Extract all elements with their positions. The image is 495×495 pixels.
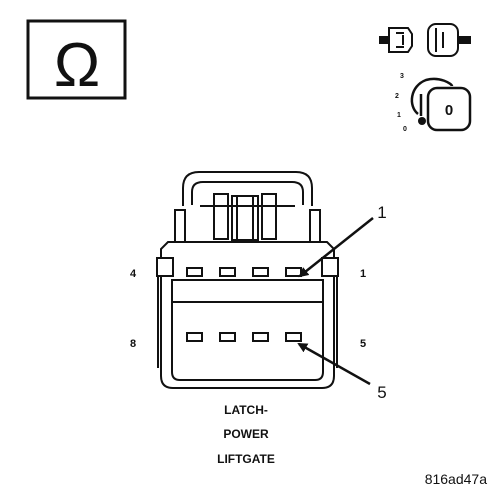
key-position-3: 3 (400, 73, 404, 80)
pin-label-bottom-left: 8 (130, 338, 136, 350)
cavity-grid (186, 267, 302, 342)
pin-label-bottom-right: 5 (360, 338, 366, 350)
cavity-4 (186, 267, 203, 277)
connector-body (156, 171, 339, 389)
cavity-2 (252, 267, 269, 277)
key-position-1: 1 (397, 112, 401, 119)
pin-label-top-right: 1 (360, 268, 366, 280)
cavity-6 (252, 332, 269, 342)
cavity-3 (219, 267, 236, 277)
callout-arrow-upper (298, 217, 374, 278)
latch-lock (231, 195, 259, 241)
connector-housing (160, 241, 335, 389)
key-position-marker (418, 117, 426, 125)
callout-arrow-lower (297, 342, 371, 386)
cavity-8 (186, 332, 203, 342)
cavity-5 (285, 332, 302, 342)
caption-line-1: LATCH- (224, 403, 268, 417)
latch-arch-inner (191, 181, 304, 205)
latch-tab-left (213, 193, 229, 240)
callout-label-lower: 5 (377, 383, 386, 402)
latch-tab-right (261, 193, 277, 240)
cavity-7 (219, 332, 236, 342)
callout-label-upper: 1 (377, 203, 386, 222)
key-position-2: 2 (395, 93, 399, 100)
ignition-key-icon: 3 2 1 0 0 (395, 73, 472, 133)
pin-label-top-left: 4 (130, 268, 137, 280)
latch-arch-outer (182, 171, 313, 206)
key-position-0: 0 (403, 126, 407, 133)
ohm-symbol: Ω (54, 31, 100, 100)
ignition-key-head (426, 86, 472, 132)
ohmmeter-frame (26, 19, 127, 100)
key-face-label: 0 (445, 102, 453, 119)
caption-line-3: LIFTGATE (217, 452, 275, 466)
caption-line-2: POWER (223, 427, 269, 441)
cavity-1 (285, 267, 302, 277)
connector-disconnect-icon (379, 23, 471, 57)
figure-id: 816ad47a (425, 471, 488, 487)
ohmmeter-icon: Ω (26, 19, 127, 100)
